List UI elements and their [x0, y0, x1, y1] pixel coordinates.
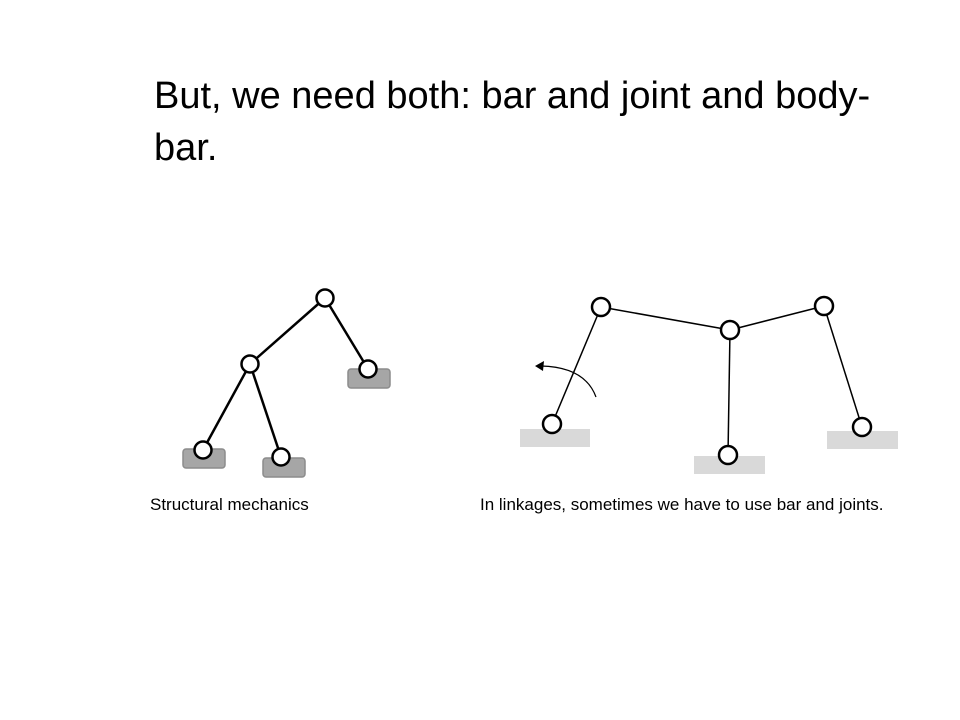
joint	[240, 354, 260, 374]
structural-mechanics-diagram	[182, 288, 391, 478]
structural-mechanics-caption: Structural mechanics	[150, 495, 309, 514]
linkages-caption: In linkages, sometimes we have to use ba…	[480, 495, 884, 514]
joint	[315, 288, 335, 308]
joint	[717, 444, 739, 466]
bar	[729, 305, 825, 331]
bar	[600, 306, 731, 331]
joint	[813, 295, 835, 317]
slide-title: But, we need both: bar and joint and bod…	[154, 75, 871, 169]
ground-support	[827, 431, 898, 449]
bar	[248, 363, 283, 458]
bar	[323, 297, 370, 370]
ground-support	[520, 429, 590, 447]
rotation-arrow-icon	[540, 365, 597, 398]
linkage-diagram	[520, 295, 898, 474]
bar	[551, 306, 602, 425]
arrowhead-icon	[535, 361, 544, 371]
joint	[358, 359, 378, 379]
bar	[823, 305, 863, 428]
bar	[201, 363, 252, 451]
joint	[541, 413, 563, 435]
bar	[727, 329, 731, 456]
joint	[851, 416, 873, 438]
bar	[249, 297, 326, 365]
joint	[719, 319, 741, 341]
joint	[590, 296, 612, 318]
joint	[193, 440, 213, 460]
joint	[271, 447, 291, 467]
